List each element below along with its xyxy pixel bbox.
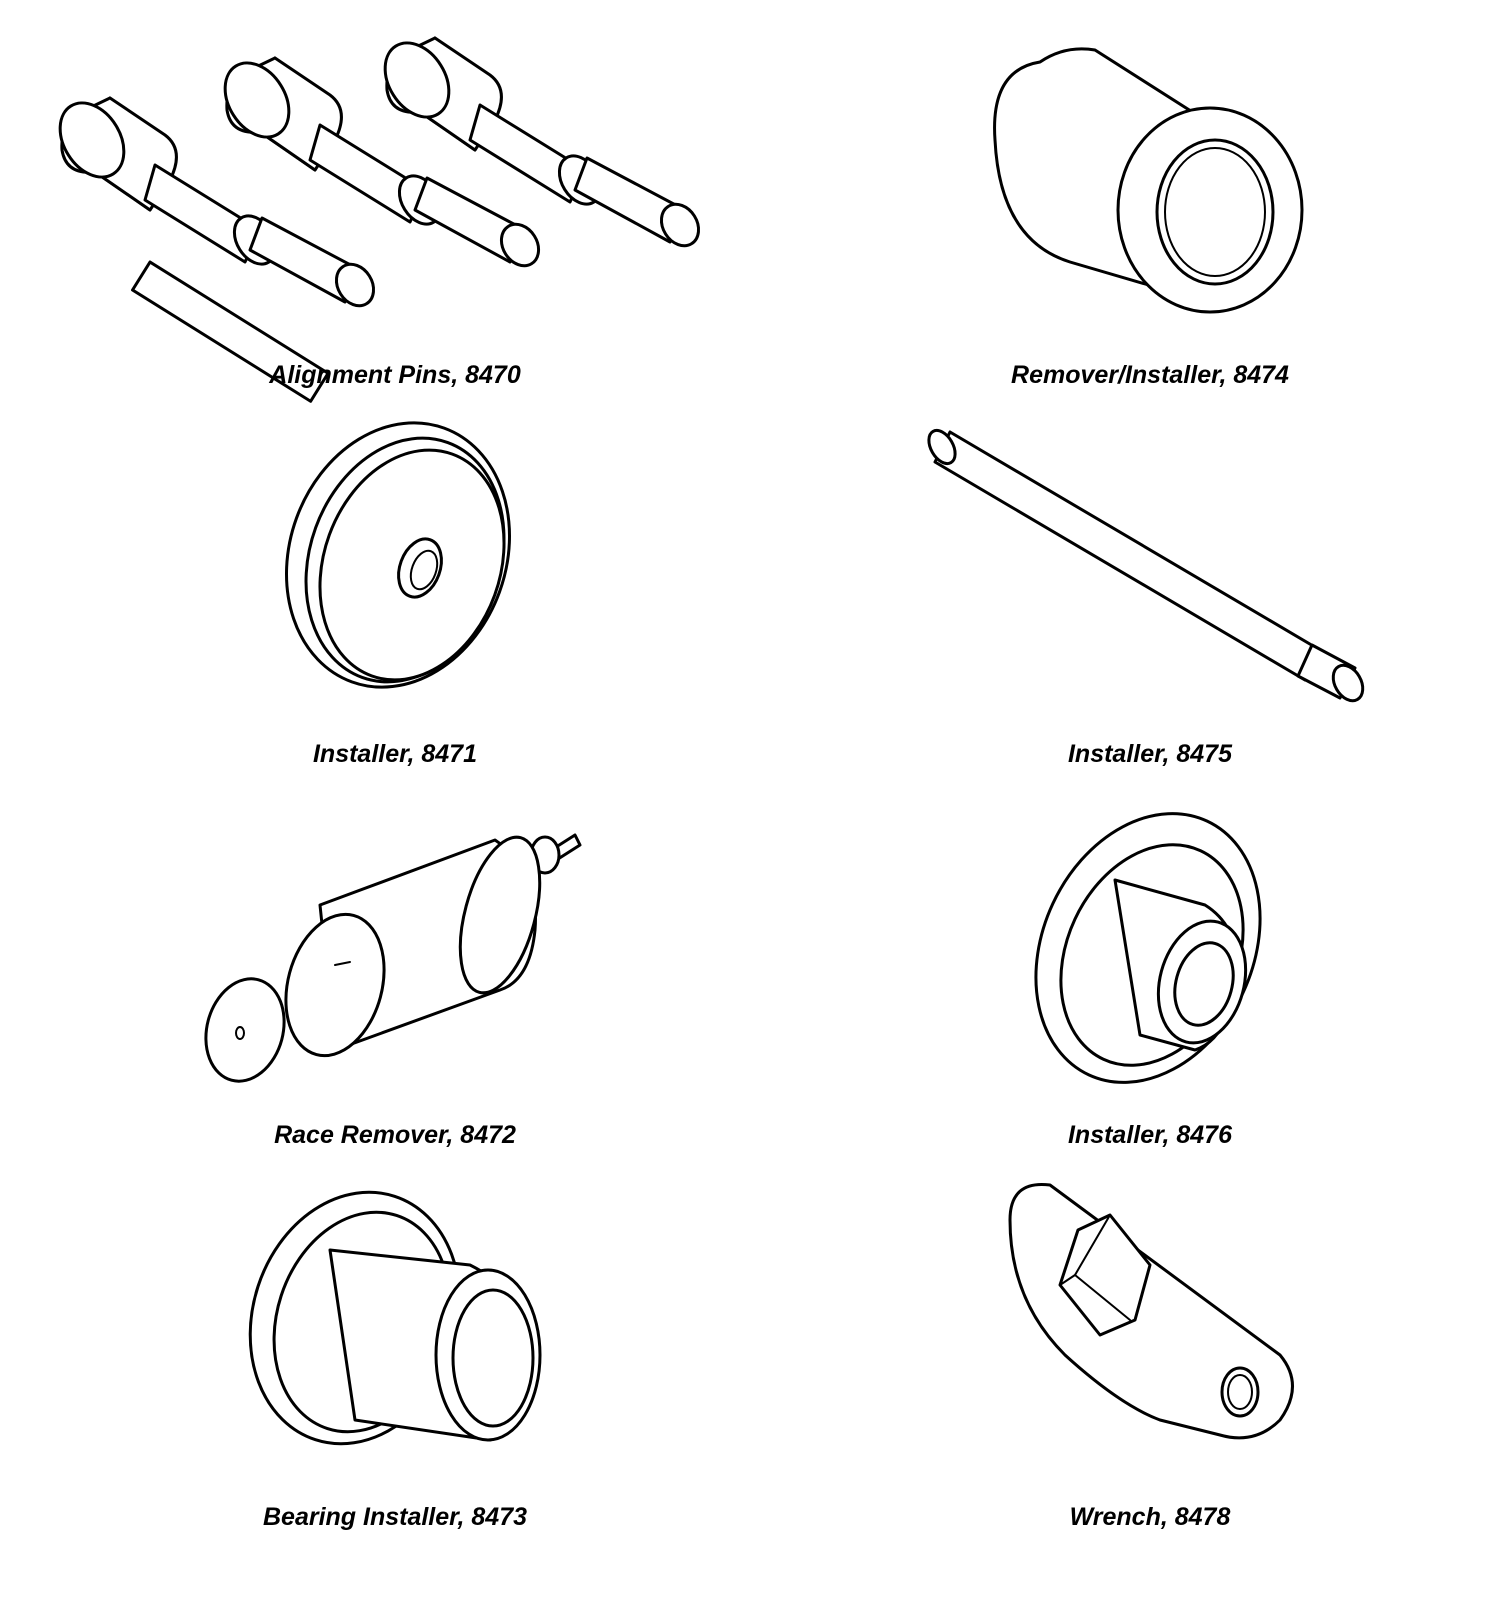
rod-installer-icon <box>927 428 1365 703</box>
caption-race-remover: Race Remover, 8472 <box>274 1121 516 1149</box>
alignment-pins-icon <box>58 36 701 403</box>
hex-wrench-icon <box>1008 1182 1294 1440</box>
caption-installer-8475: Installer, 8475 <box>1068 740 1233 768</box>
race-remover-icon <box>204 833 582 1083</box>
bearing-installer-icon <box>248 1190 542 1446</box>
bushing-remover-installer-icon <box>993 47 1304 314</box>
caption-wrench: Wrench, 8478 <box>1070 1503 1231 1531</box>
caption-alignment-pins: Alignment Pins, 8470 <box>268 361 521 389</box>
caption-installer-8471: Installer, 8471 <box>313 740 477 768</box>
caption-installer-8476: Installer, 8476 <box>1068 1121 1233 1149</box>
disc-installer-icon <box>285 421 511 689</box>
stepped-disc-installer-icon <box>1034 812 1262 1084</box>
caption-bearing-installer: Bearing Installer, 8473 <box>263 1503 527 1531</box>
caption-remover-installer: Remover/Installer, 8474 <box>1011 361 1289 389</box>
